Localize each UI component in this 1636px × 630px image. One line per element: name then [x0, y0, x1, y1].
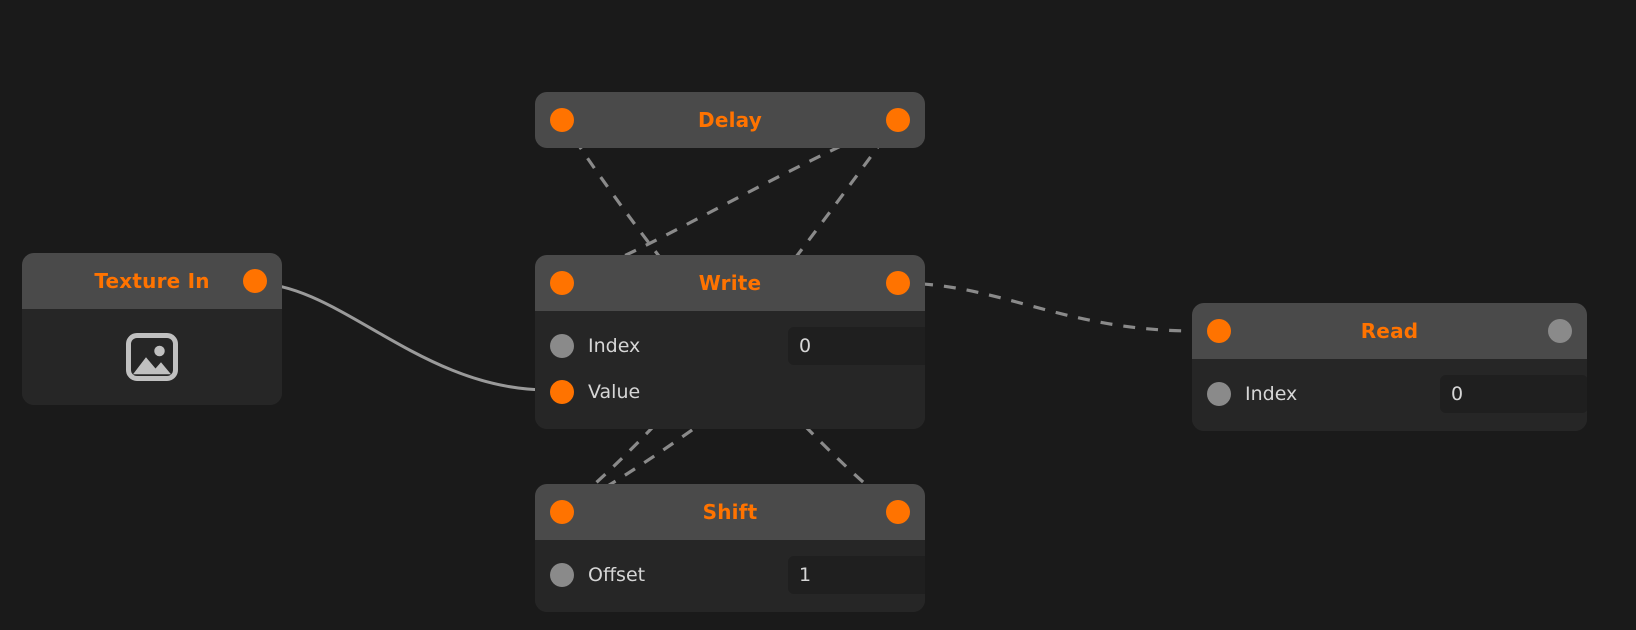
- node-texture-in-header[interactable]: Texture In: [22, 253, 282, 309]
- node-write-header[interactable]: Write: [535, 255, 925, 311]
- read-index-port[interactable]: [1207, 382, 1231, 406]
- texture-in-output-port[interactable]: [243, 269, 267, 293]
- node-texture-in-body: [22, 309, 282, 405]
- node-delay[interactable]: Delay: [535, 92, 925, 148]
- node-texture-in[interactable]: Texture In: [22, 253, 282, 405]
- read-input-port[interactable]: [1207, 319, 1231, 343]
- node-read-header[interactable]: Read: [1192, 303, 1587, 359]
- edge-texture-in-to-write-value: [252, 281, 549, 392]
- texture-thumbnail-slot[interactable]: [22, 309, 282, 405]
- read-output-port[interactable]: [1548, 319, 1572, 343]
- edge-write-out-to-read-in: [897, 281, 1193, 333]
- shift-output-port[interactable]: [886, 500, 910, 524]
- node-texture-in-title: Texture In: [94, 269, 210, 293]
- node-shift-body: Offset 1: [535, 540, 925, 612]
- write-index-port[interactable]: [550, 334, 574, 358]
- write-output-port[interactable]: [886, 271, 910, 295]
- shift-offset-port[interactable]: [550, 563, 574, 587]
- write-index-input[interactable]: 0: [788, 327, 925, 365]
- write-row-value: Value: [535, 369, 925, 415]
- shift-row-offset: Offset 1: [535, 552, 925, 598]
- shift-offset-label: Offset: [588, 564, 646, 586]
- shift-input-port[interactable]: [550, 500, 574, 524]
- delay-output-port[interactable]: [886, 108, 910, 132]
- node-shift[interactable]: Shift Offset 1: [535, 484, 925, 612]
- image-placeholder-icon: [125, 333, 178, 382]
- node-shift-title: Shift: [702, 500, 758, 524]
- write-value-label: Value: [588, 381, 641, 403]
- node-delay-title: Delay: [698, 108, 762, 132]
- read-row-index: Index 0: [1192, 371, 1587, 417]
- node-write-body: Index 0 Value: [535, 311, 925, 429]
- node-read[interactable]: Read Index 0: [1192, 303, 1587, 431]
- node-read-body: Index 0: [1192, 359, 1587, 431]
- node-read-title: Read: [1360, 319, 1419, 343]
- node-write[interactable]: Write Index 0 Value: [535, 255, 925, 429]
- write-input-port[interactable]: [550, 271, 574, 295]
- node-write-title: Write: [698, 271, 762, 295]
- shift-offset-input[interactable]: 1: [788, 556, 925, 594]
- read-index-input[interactable]: 0: [1440, 375, 1587, 413]
- node-shift-header[interactable]: Shift: [535, 484, 925, 540]
- read-index-label: Index: [1245, 383, 1298, 405]
- delay-input-port[interactable]: [550, 108, 574, 132]
- write-index-label: Index: [588, 335, 641, 357]
- write-value-port[interactable]: [550, 380, 574, 404]
- node-delay-header[interactable]: Delay: [535, 92, 925, 148]
- write-row-index: Index 0: [535, 323, 925, 369]
